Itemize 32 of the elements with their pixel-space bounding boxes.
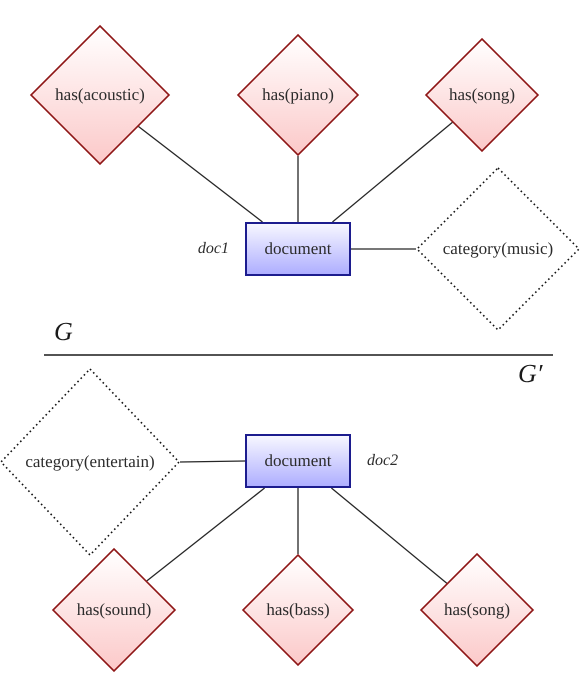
- connector-line: [332, 122, 453, 222]
- instance-label: doc1: [198, 240, 229, 258]
- instance-label: doc2: [367, 452, 398, 470]
- graph-label: G: [54, 318, 73, 347]
- node-label: category(music): [442, 240, 554, 258]
- node-label: has(bass): [266, 600, 330, 620]
- node-label: category(entertain): [25, 452, 155, 472]
- graph-label: G′: [518, 360, 542, 389]
- relation-diamond: [30, 25, 170, 165]
- category-diamond: [0, 368, 180, 556]
- connector-line: [351, 248, 416, 250]
- relation-diamond: [425, 38, 539, 152]
- connector-line: [138, 126, 263, 223]
- node-label: has(sound): [76, 600, 152, 620]
- connector-line: [330, 488, 448, 584]
- relation-diamond: [420, 553, 534, 667]
- entity-rectangle: [245, 434, 351, 488]
- connector-line: [297, 488, 299, 554]
- node-label: document: [264, 240, 332, 258]
- category-diamond: [416, 167, 580, 331]
- connector-line: [297, 156, 299, 222]
- node-label: document: [264, 452, 332, 470]
- connector-line: [146, 487, 266, 582]
- connector-line: [180, 460, 246, 463]
- node-label: has(song): [444, 600, 510, 620]
- entity-rectangle: [245, 222, 351, 276]
- node-label: has(piano): [262, 86, 334, 104]
- relation-diamond: [52, 548, 176, 672]
- node-label: has(song): [448, 86, 516, 104]
- relation-diamond: [242, 554, 354, 666]
- relation-diamond: [237, 34, 359, 156]
- node-label: has(acoustic): [55, 86, 145, 104]
